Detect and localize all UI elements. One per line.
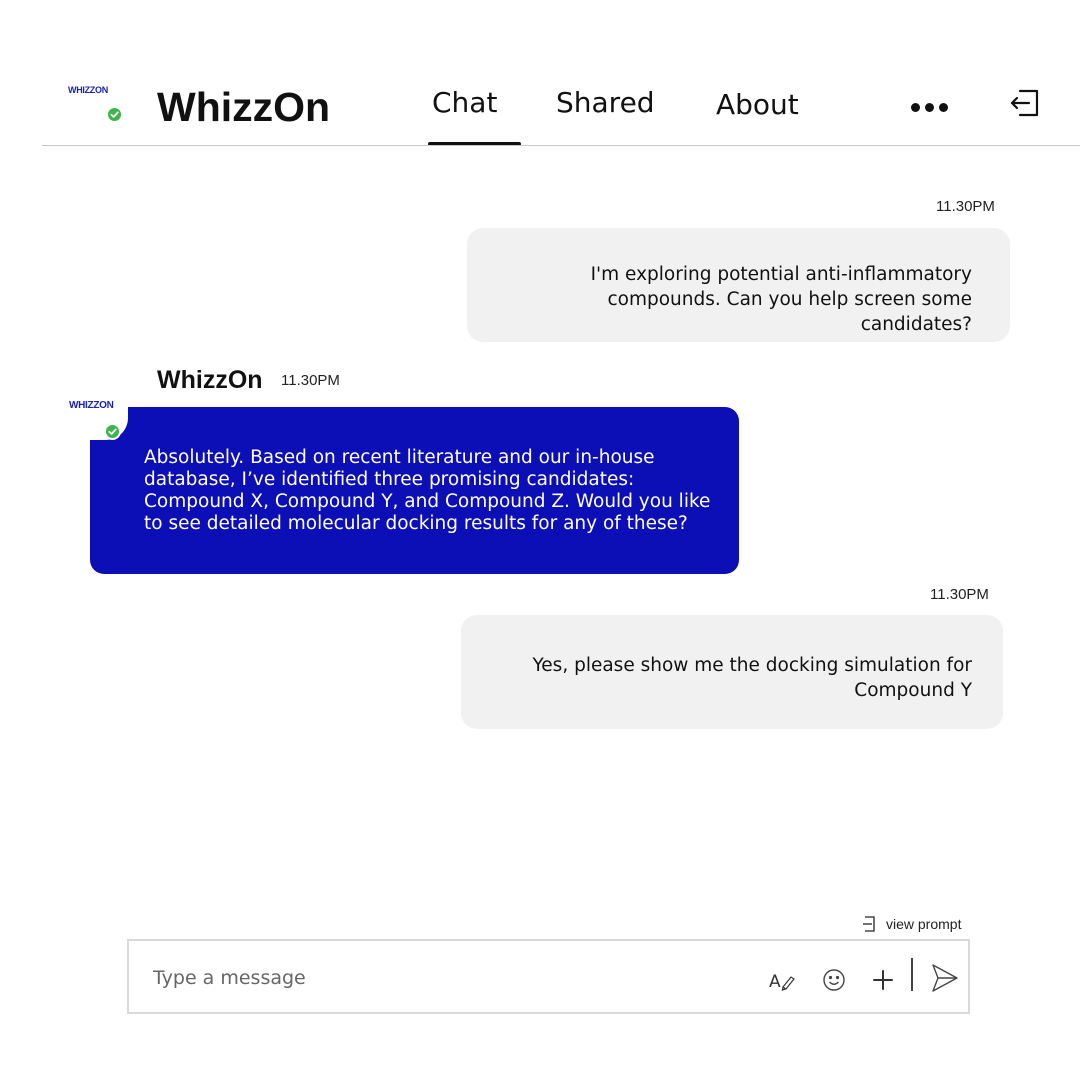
send-icon[interactable] xyxy=(931,963,959,997)
brand-logo: WHIZZON xyxy=(68,85,108,95)
online-status-icon xyxy=(104,423,121,440)
brand-logo: WHIZZON xyxy=(69,400,114,411)
user-message-bubble: Yes, please show me the docking simulati… xyxy=(461,615,1003,729)
message-timestamp: 11.30PM xyxy=(930,586,989,603)
plus-icon[interactable] xyxy=(871,968,895,996)
message-text: Absolutely. Based on recent literature a… xyxy=(144,447,711,534)
emoji-icon[interactable] xyxy=(822,968,846,996)
view-prompt-link[interactable]: view prompt xyxy=(862,916,961,932)
active-tab-indicator xyxy=(428,142,521,146)
tab-about[interactable]: About xyxy=(716,88,799,121)
online-status-icon xyxy=(106,106,123,123)
header-divider xyxy=(42,145,1080,146)
tab-chat[interactable]: Chat xyxy=(432,86,498,119)
bot-message-bubble: Absolutely. Based on recent literature a… xyxy=(90,407,739,574)
svg-text:A: A xyxy=(769,972,781,992)
app-title: WhizzOn xyxy=(157,84,331,130)
view-prompt-label[interactable]: view prompt xyxy=(886,916,962,932)
format-text-icon[interactable]: A xyxy=(769,968,797,996)
user-message-bubble: I'm exploring potential anti-inflammator… xyxy=(467,228,1010,342)
message-text: Yes, please show me the docking simulati… xyxy=(532,655,972,701)
message-timestamp: 11.30PM xyxy=(936,198,995,215)
message-text: I'm exploring potential anti-inflammator… xyxy=(590,264,972,335)
tab-shared[interactable]: Shared xyxy=(556,86,655,119)
more-dots-icon[interactable] xyxy=(911,100,949,114)
message-composer: A xyxy=(127,939,970,1014)
message-timestamp: 11.30PM xyxy=(281,372,340,389)
prompt-icon xyxy=(863,916,875,932)
sign-out-icon[interactable] xyxy=(1008,87,1040,119)
bot-sender-name: WhizzOn xyxy=(157,366,263,394)
message-input[interactable] xyxy=(151,961,715,995)
composer-divider xyxy=(911,958,913,991)
